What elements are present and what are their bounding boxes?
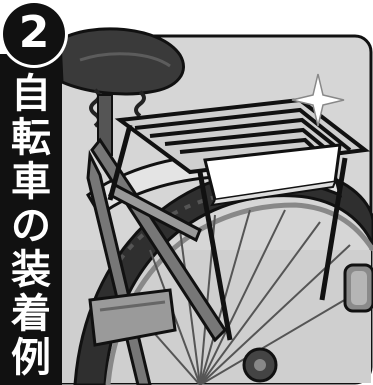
attachment-box [203, 143, 342, 207]
caption-char: 転 [11, 115, 51, 161]
sparkle-icon [291, 73, 345, 127]
caption-char: の [11, 203, 51, 249]
caption-bar [0, 54, 62, 385]
caption-char: 装 [11, 247, 51, 293]
caption-char: 自 [11, 71, 51, 117]
step-badge [3, 3, 65, 65]
caption-char: 着 [11, 291, 51, 337]
chain-guard [88, 288, 177, 347]
step-number: 2 [18, 7, 50, 58]
vertical-caption: 自 転 車 の 装 着 例 [0, 72, 62, 380]
rear-reflector [343, 263, 373, 313]
caption-char: 例 [11, 335, 51, 381]
caption-char: 車 [11, 159, 51, 205]
